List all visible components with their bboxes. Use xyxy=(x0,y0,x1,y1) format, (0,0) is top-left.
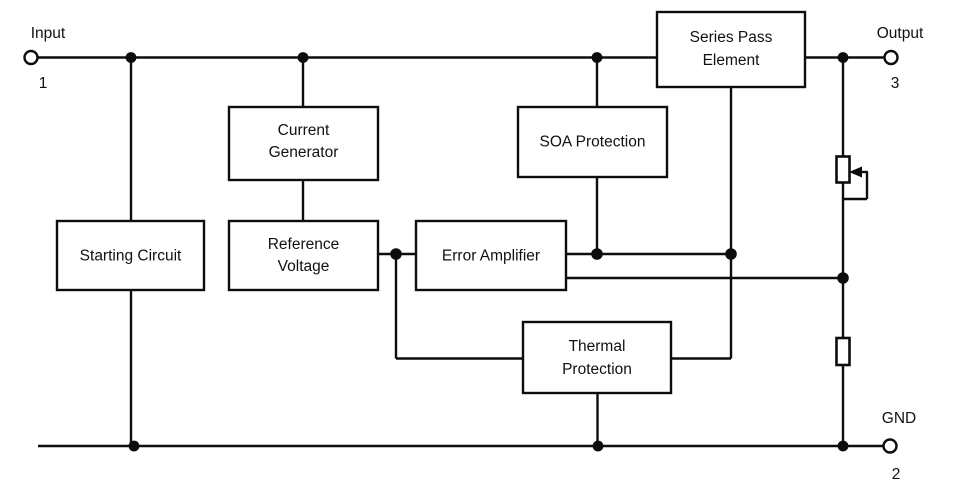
port-label-output: Output xyxy=(877,25,924,42)
terminal-gnd[interactable] xyxy=(882,438,898,454)
pin-number-input: 1 xyxy=(39,75,48,92)
potentiometer[interactable] xyxy=(835,155,851,184)
junction-input-starting-circuit xyxy=(125,52,137,63)
block-series-pass-element-label-line1: Series Pass xyxy=(690,29,773,46)
junction-output-node xyxy=(837,52,849,63)
junction-gnd-starting-circuit xyxy=(128,440,140,452)
junction-input-soa-protection xyxy=(591,52,603,63)
pin-number-gnd: 2 xyxy=(892,466,901,483)
block-soa-protection[interactable] xyxy=(516,105,669,179)
block-thermal-protection-label-line1: Thermal xyxy=(569,338,626,355)
block-soa-protection-label: SOA Protection xyxy=(540,134,646,151)
block-layer: Starting Circuit Current Generator Refer… xyxy=(55,10,807,395)
port-label-input: Input xyxy=(31,25,66,42)
block-reference-voltage-label-line2: Voltage xyxy=(278,258,330,275)
junction-gnd-resistor xyxy=(837,440,849,452)
block-starting-circuit-label: Starting Circuit xyxy=(80,248,182,265)
terminal-output[interactable] xyxy=(883,49,899,66)
block-series-pass-element-label-line2: Element xyxy=(703,52,761,69)
junction-layer xyxy=(125,52,849,452)
wire-layer xyxy=(38,56,886,448)
block-thermal-protection[interactable] xyxy=(521,320,673,395)
junction-input-current-generator xyxy=(297,52,309,63)
block-series-pass-element[interactable] xyxy=(655,10,807,89)
block-current-generator[interactable] xyxy=(227,105,380,182)
junction-error-amp-series-pass xyxy=(725,248,737,260)
block-error-amplifier[interactable] xyxy=(414,219,568,292)
component-layer xyxy=(835,155,862,367)
pin-number-output: 3 xyxy=(891,75,900,92)
block-starting-circuit[interactable] xyxy=(55,219,206,292)
port-label-gnd: GND xyxy=(882,410,916,427)
potentiometer-wiper-arrow xyxy=(849,166,862,178)
block-current-generator-label-line2: Generator xyxy=(269,144,339,161)
junction-feedback-divider xyxy=(837,272,849,284)
block-reference-voltage-label-line1: Reference xyxy=(268,236,340,253)
junction-soa-error-amp-output xyxy=(591,248,603,260)
junction-gnd-thermal-protection xyxy=(592,440,604,452)
junction-reference-error-amp xyxy=(390,248,402,260)
terminal-input[interactable] xyxy=(23,49,39,66)
block-reference-voltage[interactable] xyxy=(227,219,380,292)
block-current-generator-label-line1: Current xyxy=(278,122,330,139)
fixed-resistor xyxy=(835,336,851,367)
terminal-layer: Input 1 Output 3 GND 2 xyxy=(23,25,924,483)
block-thermal-protection-label-line2: Protection xyxy=(562,361,632,378)
block-error-amplifier-label: Error Amplifier xyxy=(442,248,540,265)
